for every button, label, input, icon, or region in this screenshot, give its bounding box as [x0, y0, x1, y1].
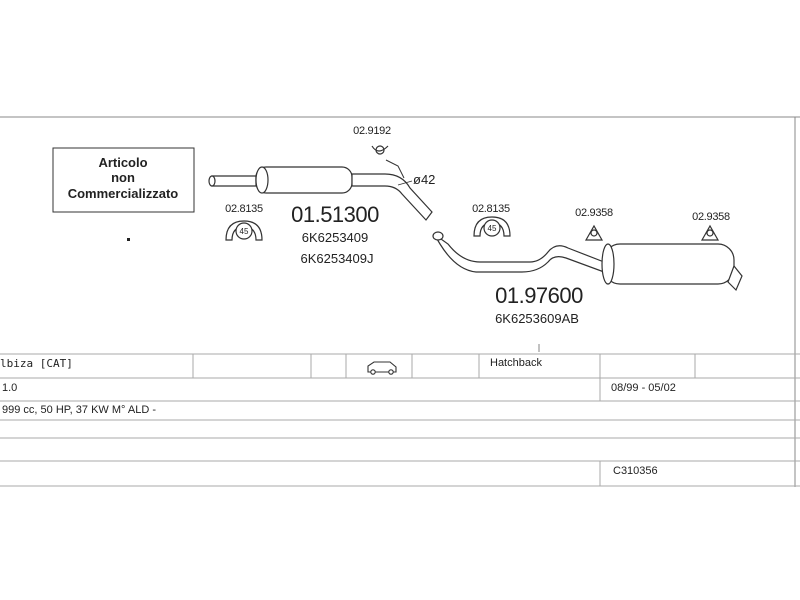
- code-cell: C310356: [613, 465, 658, 477]
- notice-line-3: Commercializzato: [68, 186, 179, 201]
- notice-line-1: Articolo: [98, 155, 147, 170]
- front-silencer-part: [208, 166, 433, 221]
- clamp-icon: [371, 145, 389, 155]
- info-table-grid: [0, 353, 800, 487]
- car-icon: [367, 361, 397, 375]
- dot-marker: [127, 238, 130, 241]
- bracket-hanger-icon: [700, 224, 720, 241]
- hanger-ref-rear-2: 02.9358: [692, 211, 730, 223]
- oe-number-front-1: 6K6253409: [302, 230, 369, 245]
- spec-cell: 999 cc, 50 HP, 37 KW M° ALD -: [2, 404, 156, 416]
- diameter-label: ø42: [413, 172, 435, 187]
- hanger-size-left: 45: [240, 227, 249, 236]
- part-number-rear: 01.97600: [495, 283, 583, 308]
- engine-cell: 1.0: [2, 382, 18, 394]
- rear-silencer-part: [432, 231, 743, 292]
- rubber-hanger-icon: 45: [473, 216, 511, 237]
- hanger-ref-mid: 02.8135: [472, 203, 510, 215]
- body-type-cell: Hatchback: [490, 357, 542, 369]
- oe-number-rear: 6K6253609AB: [495, 311, 579, 326]
- bracket-hanger-icon: [584, 224, 604, 241]
- hanger-ref-rear-1: 02.9358: [575, 207, 613, 219]
- not-sold-notice: Articolo non Commercializzato: [52, 147, 195, 213]
- notice-line-2: non: [111, 170, 135, 185]
- years-cell: 08/99 - 05/02: [611, 382, 676, 394]
- part-number-front: 01.51300: [291, 202, 379, 227]
- model-cell: lbiza [CAT]: [0, 357, 73, 370]
- pipe-clip-icon: [385, 159, 405, 179]
- hanger-ref-left: 02.8135: [225, 203, 263, 215]
- oe-number-front-2: 6K6253409J: [300, 251, 373, 266]
- rubber-hanger-icon: 45: [225, 220, 263, 241]
- diameter-leader: [397, 180, 413, 186]
- hanger-size-mid: 45: [488, 224, 497, 233]
- hanger-ref-top: 02.9192: [353, 125, 391, 137]
